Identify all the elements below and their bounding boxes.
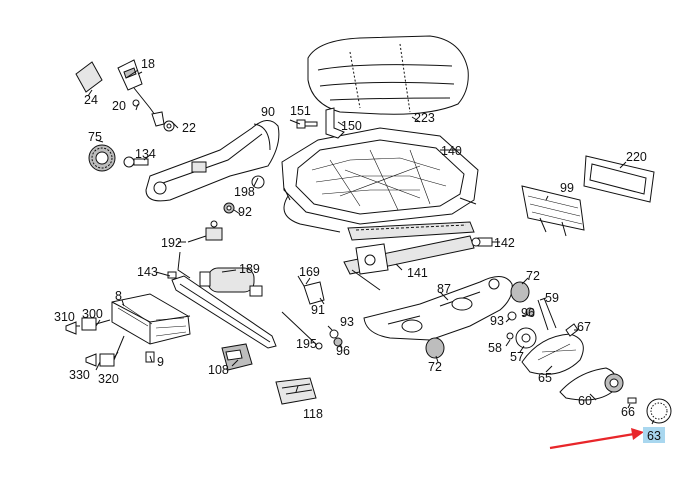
label-92[interactable]: 92 [238,205,252,219]
label-24[interactable]: 24 [84,93,98,107]
part-nut-92 [223,202,235,214]
part-bolt-93-left [329,329,339,339]
label-189[interactable]: 189 [239,262,260,276]
part-link-169 [297,275,325,305]
label-140[interactable]: 140 [441,144,462,158]
label-142[interactable]: 142 [494,236,515,250]
label-195[interactable]: 195 [296,337,317,351]
label-99[interactable]: 99 [560,181,574,195]
label-93-left[interactable]: 93 [340,315,354,329]
label-57[interactable]: 57 [510,350,524,364]
label-134[interactable]: 134 [135,147,156,161]
label-87[interactable]: 87 [437,282,451,296]
part-side-panel-87 [363,276,513,341]
part-gear-75 [88,144,116,172]
part-plug-330 [85,353,97,367]
part-disc-63 [646,398,672,424]
label-300[interactable]: 300 [82,307,103,321]
part-rail-143 [167,271,277,349]
part-plug-320 [99,335,125,367]
part-cover-99 [521,185,585,237]
part-bracket-150 [325,107,345,139]
leader-lines [76,69,655,425]
label-90[interactable]: 90 [261,105,275,119]
label-66[interactable]: 66 [621,405,635,419]
label-59[interactable]: 59 [545,291,559,305]
part-cover-220 [583,155,655,203]
label-93-right[interactable]: 93 [490,314,504,328]
label-118[interactable]: 118 [303,407,323,421]
label-65[interactable]: 65 [538,371,552,385]
label-91[interactable]: 91 [311,303,325,317]
part-clip-22 [163,120,175,132]
part-lever-65 [521,333,584,375]
label-143[interactable]: 143 [137,265,158,279]
part-side-trim-90 [145,120,280,202]
part-screw-134 [123,156,149,168]
label-220[interactable]: 220 [626,150,647,164]
part-seat-cushion [307,35,469,115]
part-switch-108 [221,343,253,371]
part-bracket-59 [537,297,557,331]
label-320[interactable]: 320 [98,372,119,386]
part-screw-195 [281,311,323,350]
label-20[interactable]: 20 [112,99,126,113]
label-63[interactable]: 63 [647,429,661,443]
red-arrow [549,428,644,450]
label-60[interactable]: 60 [578,394,592,408]
part-bolt-142 [471,237,493,247]
label-192[interactable]: 192 [161,236,182,250]
part-lever-60 [559,367,624,401]
label-8[interactable]: 8 [115,289,122,303]
part-number-labels: 18 24 20 22 90 151 150 223 75 134 140 22… [54,57,661,443]
part-cover-24 [75,61,103,93]
part-motor-189 [199,267,263,297]
label-198[interactable]: 198 [234,185,255,199]
part-bearing-57 [515,327,537,349]
label-18[interactable]: 18 [141,57,155,71]
label-96-left[interactable]: 96 [336,344,350,358]
label-67[interactable]: 67 [577,320,591,334]
label-75[interactable]: 75 [88,130,102,144]
part-plug-310 [65,321,77,335]
highlight-box-63 [643,427,665,443]
label-22[interactable]: 22 [182,121,196,135]
label-223[interactable]: 223 [414,111,435,125]
part-knob-72-bottom [425,337,445,359]
label-96-right[interactable]: 96 [521,306,535,320]
part-control-unit-8 [111,293,191,345]
label-150[interactable]: 150 [341,119,362,133]
part-seat-frame [281,127,479,241]
part-screw-58 [506,332,514,340]
label-9[interactable]: 9 [157,355,164,369]
label-108[interactable]: 108 [208,363,229,377]
label-141[interactable]: 141 [407,266,428,280]
label-310[interactable]: 310 [54,310,75,324]
label-58[interactable]: 58 [488,341,502,355]
label-169[interactable]: 169 [299,265,320,279]
part-knob-72-top [510,281,530,303]
label-72-top[interactable]: 72 [526,269,540,283]
part-screw-66 [627,397,637,404]
part-screw-151 [296,119,318,129]
label-151[interactable]: 151 [290,104,311,118]
part-sensor-192 [177,220,223,279]
label-72-bottom[interactable]: 72 [428,360,442,374]
part-adjuster-141 [343,235,475,291]
label-330[interactable]: 330 [69,368,90,382]
